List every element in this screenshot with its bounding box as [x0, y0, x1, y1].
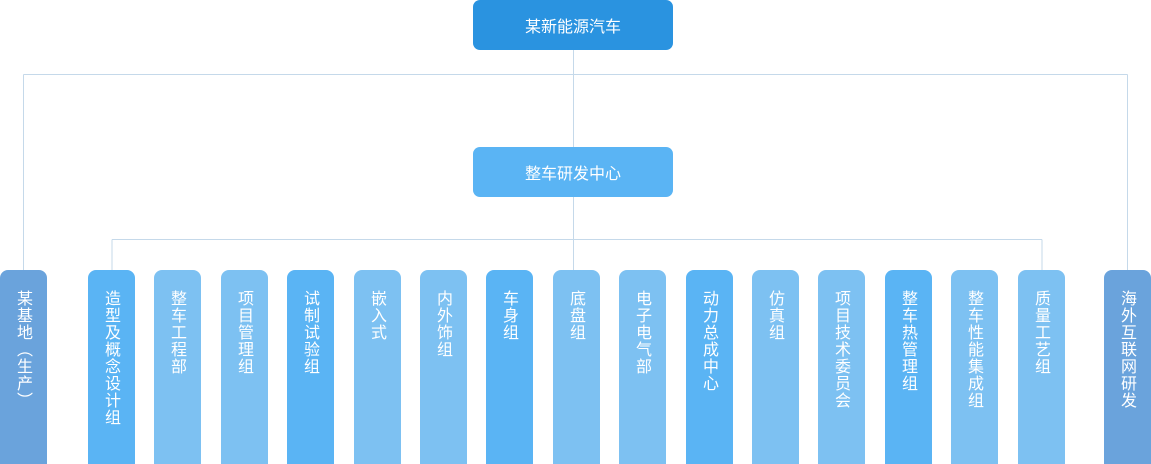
group-node-label: 电子电气部 — [633, 290, 652, 375]
side-node-right-label: 海外互联网研发 — [1118, 290, 1137, 409]
group-node-label: 嵌入式 — [368, 290, 387, 341]
group-node-label: 整车工程部 — [168, 290, 187, 375]
group-node: 质量工艺组 — [1018, 270, 1065, 464]
group-node: 整车工程部 — [154, 270, 201, 464]
group-node-label: 整车热管理组 — [899, 290, 918, 392]
group-node: 项目技术委员会 — [818, 270, 865, 464]
group-node: 动力总成中心 — [686, 270, 733, 464]
group-node-label: 内外饰组 — [434, 290, 453, 358]
group-node: 电子电气部 — [619, 270, 666, 464]
group-node: 整车性能集成组 — [951, 270, 998, 464]
group-node: 车身组 — [486, 270, 533, 464]
center-node-label: 整车研发中心 — [524, 164, 621, 183]
side-node-right: 海外互联网研发 — [1104, 270, 1151, 464]
group-node: 嵌入式 — [354, 270, 401, 464]
group-node-label: 车身组 — [500, 290, 519, 341]
group-node-label: 造型及概念设计组 — [102, 290, 121, 426]
group-node: 试制试验组 — [287, 270, 334, 464]
root-node: 某新能源汽车 — [473, 0, 673, 50]
group-node: 内外饰组 — [420, 270, 467, 464]
group-node: 仿真组 — [752, 270, 799, 464]
group-node-label: 质量工艺组 — [1032, 290, 1051, 375]
group-node: 底盘组 — [553, 270, 600, 464]
group-node: 项目管理组 — [221, 270, 268, 464]
side-node-left: 某基地（生产） — [0, 270, 47, 464]
group-node-label: 底盘组 — [567, 290, 586, 341]
group-node-label: 项目技术委员会 — [832, 290, 851, 409]
group-node-label: 整车性能集成组 — [965, 290, 984, 409]
group-node: 整车热管理组 — [885, 270, 932, 464]
root-node-label: 某新能源汽车 — [524, 17, 621, 36]
group-node-label: 试制试验组 — [301, 290, 320, 375]
group-node: 造型及概念设计组 — [88, 270, 135, 464]
group-node-label: 动力总成中心 — [700, 290, 719, 392]
center-node: 整车研发中心 — [473, 147, 673, 197]
group-node-label: 仿真组 — [766, 290, 785, 341]
side-node-left-label: 某基地（生产） — [14, 290, 33, 409]
group-node-label: 项目管理组 — [235, 290, 254, 375]
